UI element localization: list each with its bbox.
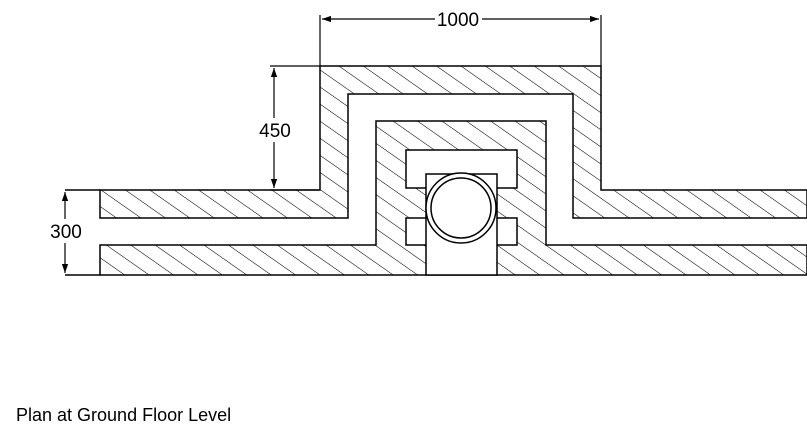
dim-height-label: 450: [259, 121, 291, 142]
dim-wall-label: 300: [50, 222, 82, 243]
dim-width-label: 1000: [437, 10, 479, 31]
drawing-caption: Plan at Ground Floor Level: [16, 405, 232, 425]
flue-pipe-inner: [430, 177, 492, 239]
